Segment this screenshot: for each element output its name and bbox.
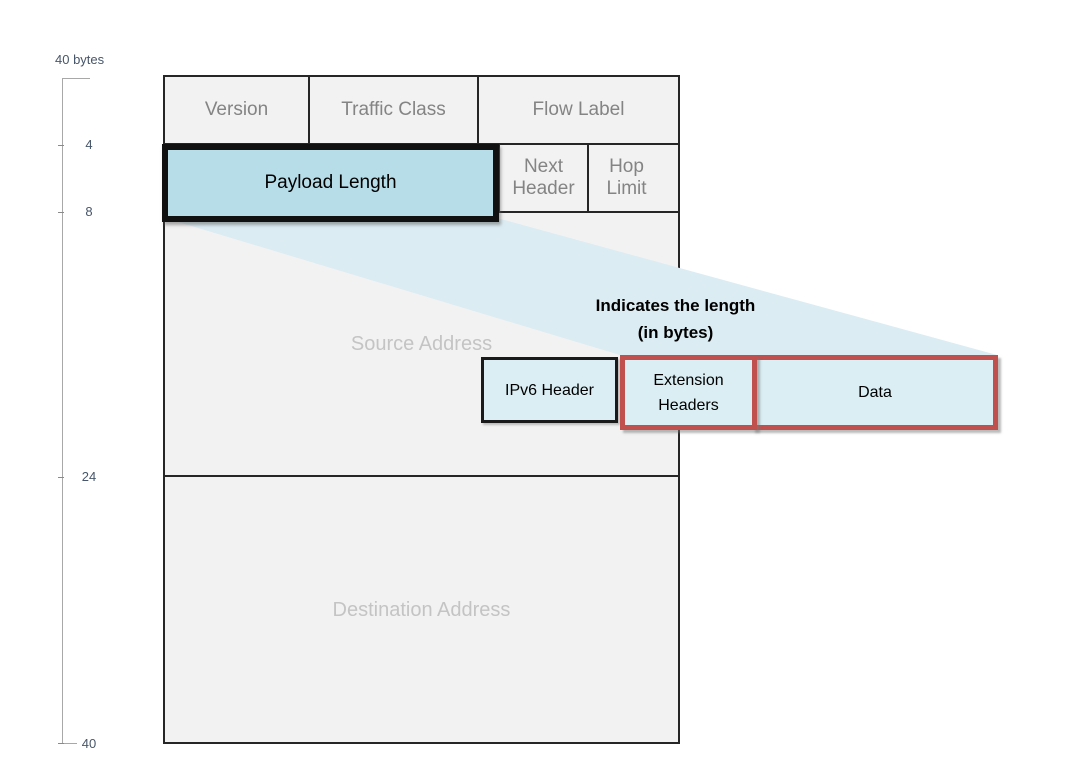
tick-label-4: 4 [85,137,93,152]
segment-ipv6-header: IPv6 Header [481,357,618,423]
ruler-axis-label: 40 bytes [55,52,105,67]
tick-mark-40 [58,743,64,744]
field-hop-limit: Hop Limit [575,145,678,213]
ruler-bottom-cap [62,743,77,744]
length-annotation-line1: Indicates the length [595,296,756,315]
tick-mark-8 [58,212,64,213]
field-payload-length: Payload Length [162,144,499,222]
tick-label-8: 8 [85,204,93,219]
field-destination-address: Destination Address [332,598,511,621]
segment-data: Data [752,355,998,430]
tick-label-24: 24 [81,469,97,484]
length-annotation: Indicates the length (in bytes) [553,292,798,346]
field-next-header: Next Header [498,145,589,213]
tick-label-40: 40 [81,736,97,751]
segment-extension-headers: Extension Headers [620,355,757,430]
field-flow-label: Flow Label [479,77,678,145]
tick-mark-24 [58,477,64,478]
field-version: Version [165,77,310,145]
ruler-line [62,78,63,743]
length-annotation-line2: (in bytes) [637,323,714,342]
field-traffic-class: Traffic Class [310,77,479,145]
ruler-top-cap [62,78,90,79]
tick-mark-4 [58,145,64,146]
